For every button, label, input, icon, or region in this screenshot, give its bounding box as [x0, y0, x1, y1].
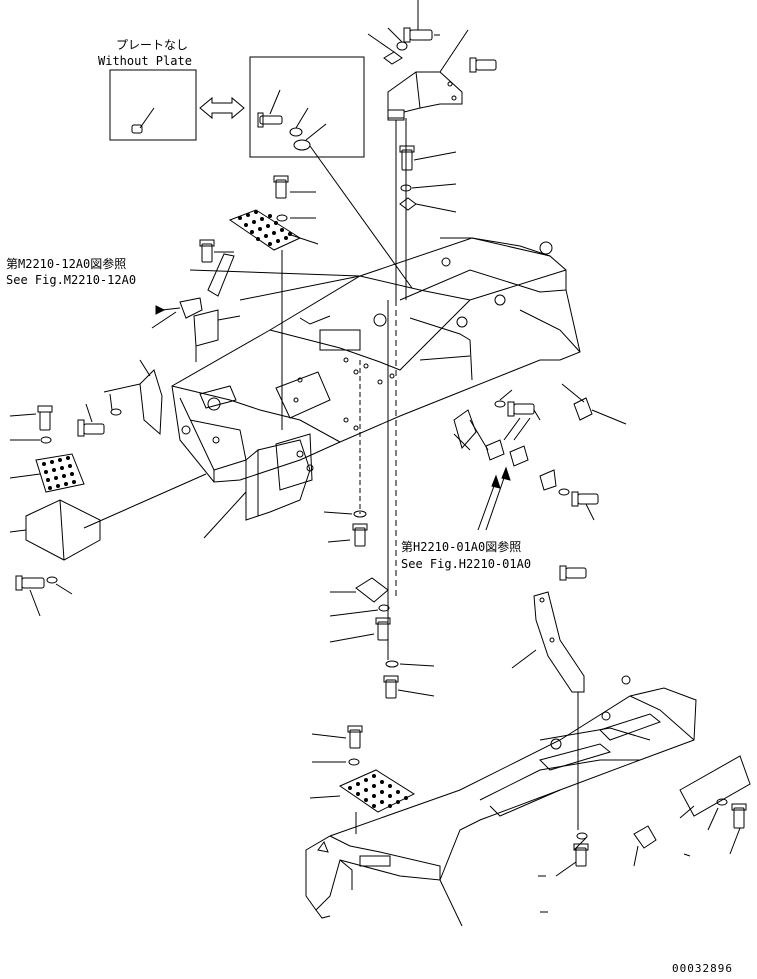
lower-step-bolts [309, 725, 751, 877]
no-plate-label-en: Without Plate [98, 54, 192, 68]
double-arrow-icon [199, 96, 245, 120]
reference-2-jp: 第H2210-01A0図参照 [401, 540, 522, 554]
inset-box-without-plate [109, 69, 197, 141]
reference-1-en: See Fig.M2210-12A0 [6, 273, 137, 287]
lower-step-plate [348, 774, 408, 808]
reference-1-jp: 第M2210-12A0図参照 [6, 257, 127, 271]
lower-frame [305, 675, 697, 927]
upper-frame [171, 237, 581, 521]
left-top-bolt-stack [228, 175, 319, 430]
right-side-clips [453, 383, 627, 531]
inset-box-with-plate [249, 56, 365, 158]
drawing-number: 00032896 [672, 962, 733, 975]
callout-leaders [151, 311, 691, 913]
center-lower-bolt-stack [323, 300, 435, 699]
no-plate-label-jp: プレートなし [116, 38, 189, 52]
top-bracket [387, 29, 469, 121]
center-bolt-stack [395, 118, 457, 300]
left-side-parts [9, 359, 207, 617]
switch-bracket [155, 239, 241, 362]
reference-2-en: See Fig.H2210-01A0 [401, 557, 532, 571]
left-step-plate [42, 456, 76, 490]
inset-bolt-small [131, 107, 155, 134]
top-bolts [367, 0, 497, 73]
upper-step-plate [238, 210, 292, 246]
right-bracket [511, 565, 587, 830]
